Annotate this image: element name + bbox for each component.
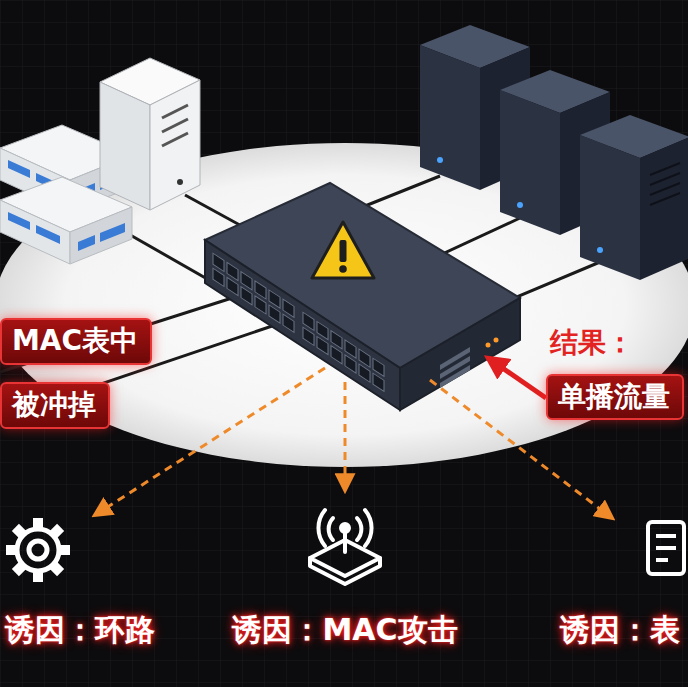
router-icon: [310, 510, 380, 584]
red-label-box: 被冲掉: [0, 382, 110, 429]
label-text: MAC表中: [0, 318, 152, 365]
gear-icon: [6, 518, 70, 582]
label-text: 被冲掉: [0, 382, 110, 429]
cause-caption: 诱因：MAC攻击: [232, 612, 457, 648]
table-icon: [648, 522, 684, 574]
cause-caption: 诱因：表: [560, 612, 680, 648]
result-arrow: [488, 358, 546, 398]
cause-caption: 诱因：环路: [5, 612, 155, 648]
callout-heading: 结果：: [550, 326, 684, 360]
warning-sign: [312, 222, 374, 278]
label-text: 单播流量: [546, 374, 684, 421]
tower-server: [580, 115, 688, 280]
tower-server: [100, 58, 200, 210]
result-callout: 结果： 单播流量: [546, 326, 684, 420]
red-label-box: MAC表中: [0, 318, 152, 365]
network-switch: [205, 183, 520, 410]
